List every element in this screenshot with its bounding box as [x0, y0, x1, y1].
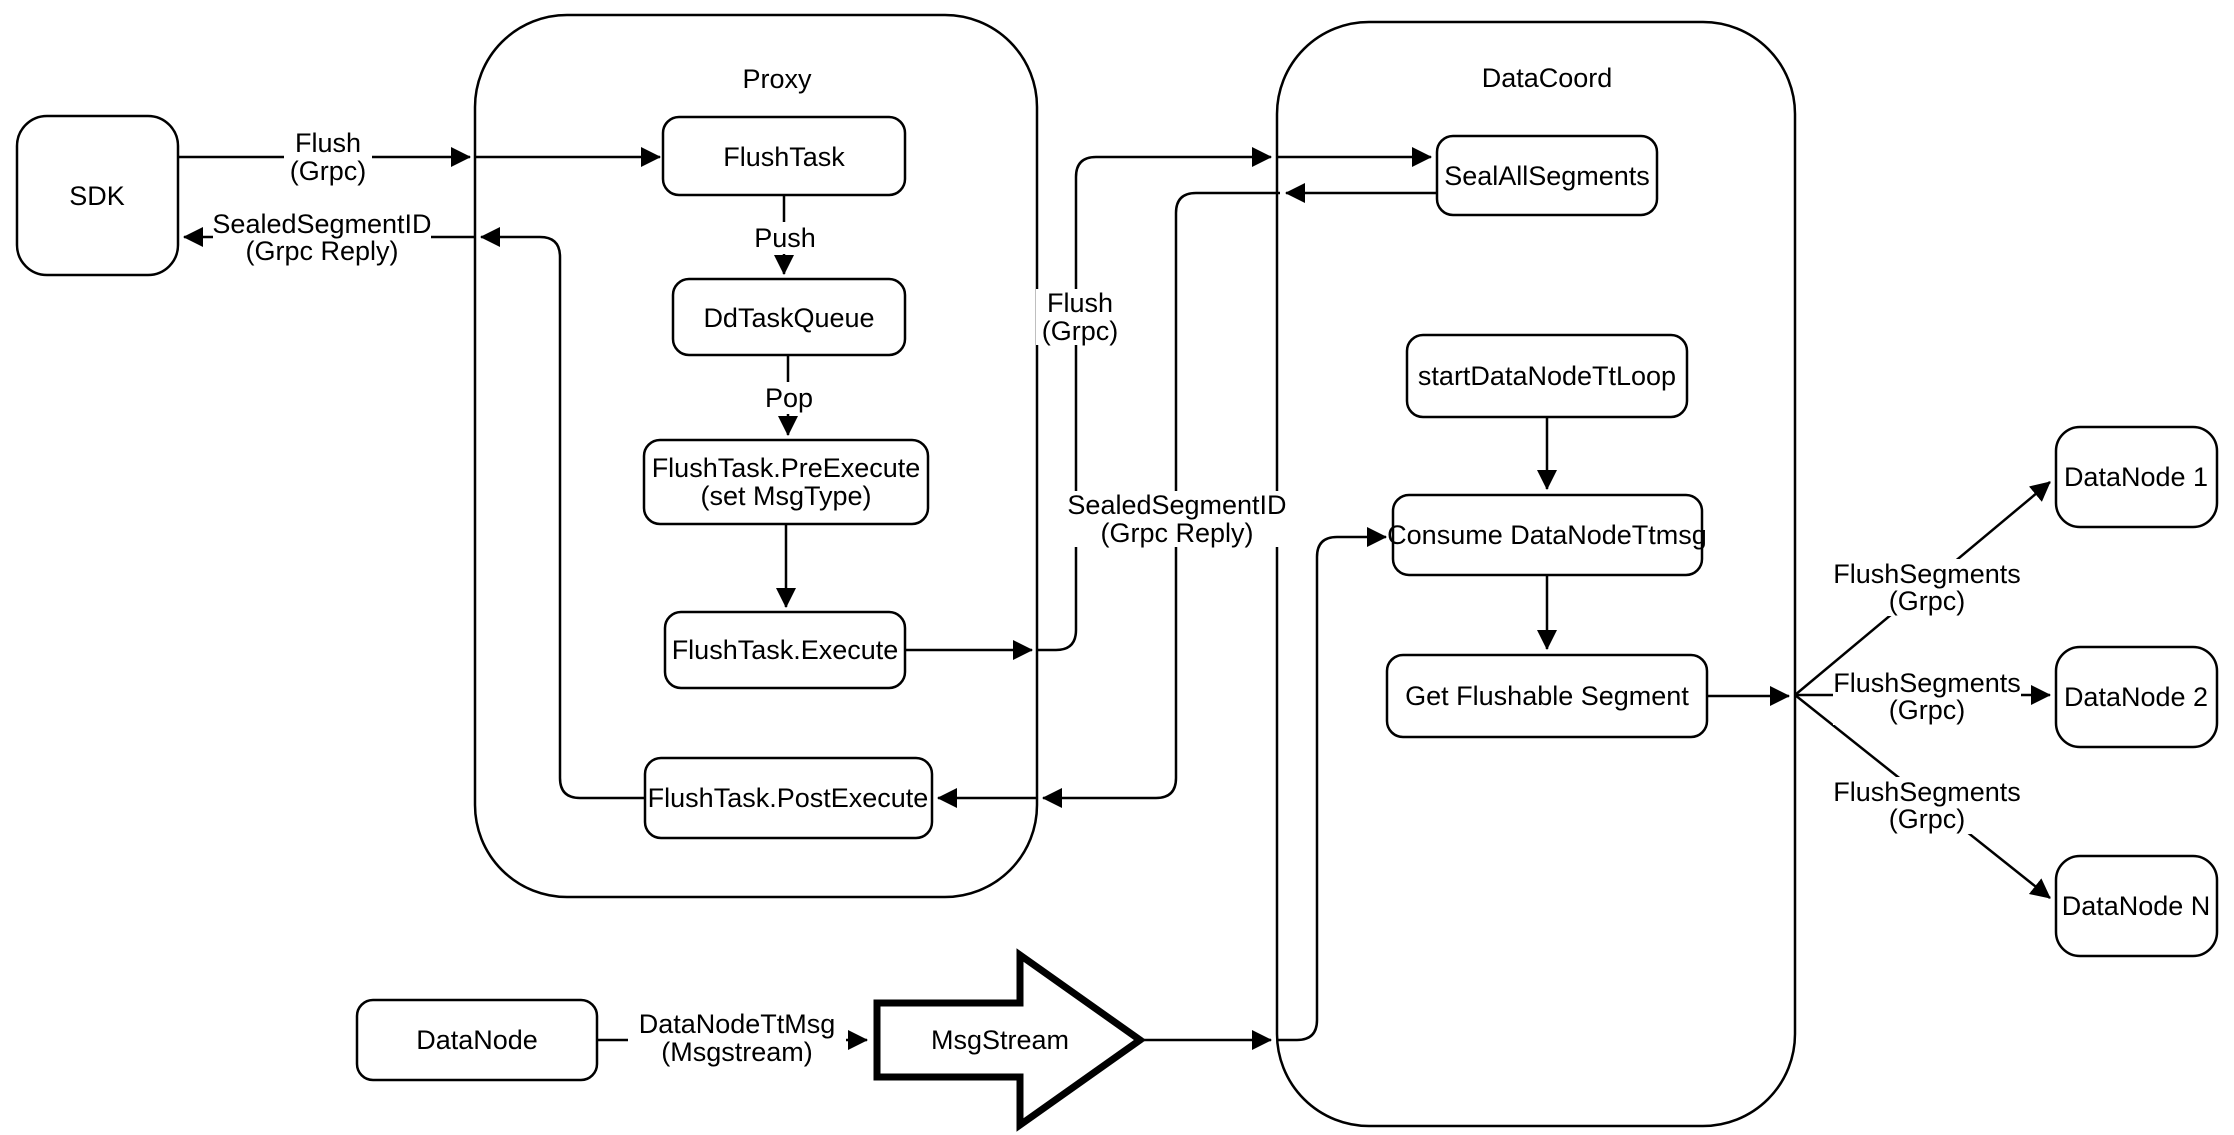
node-flushtask-postexecute: FlushTask.PostExecute: [643, 756, 934, 840]
edge-reply-postexecute-to-proxy-edge: [480, 227, 645, 800]
node-flushtask-preexecute-line1: FlushTask.PreExecute: [652, 453, 921, 483]
edge-label-flushsegments-bottom: FlushSegments (Grpc): [1833, 777, 2021, 834]
node-datanode-2-label: DataNode 2: [2064, 682, 2208, 712]
edge-label-datanodettmsg: DataNodeTtMsg (Msgstream): [639, 1009, 836, 1067]
edge-label-flush-mid-line1: Flush: [1047, 288, 1113, 318]
label-bg-flush-mid: [1036, 289, 1124, 345]
edge-label-flush-sdk-line2: (Grpc): [290, 156, 367, 186]
edge-label-flushsegments-mid: FlushSegments (Grpc): [1833, 668, 2021, 725]
node-sdk: SDK: [15, 114, 180, 277]
node-get-flushable-segment-label: Get Flushable Segment: [1405, 681, 1689, 711]
edge-label-flushsegments-bottom-line2: (Grpc): [1889, 804, 1966, 834]
node-datanode-source: DataNode: [355, 998, 599, 1082]
node-ddtaskqueue-label: DdTaskQueue: [703, 303, 874, 333]
label-bg-flushsegments-mid: [1833, 668, 2021, 725]
node-startdatanodettloop-label: startDataNodeTtLoop: [1418, 361, 1676, 391]
node-flushtask-preexecute: FlushTask.PreExecute (set MsgType): [642, 438, 930, 526]
edge-label-flushsegments-bottom-line1: FlushSegments: [1833, 777, 2021, 807]
node-consume-datanodettmsg: Consume DataNodeTtmsg: [1387, 493, 1707, 577]
edge-label-sealed-mid-line1: SealedSegmentID: [1067, 490, 1286, 520]
node-datanode-1: DataNode 1: [2054, 425, 2219, 529]
edge-label-flush-mid: Flush (Grpc): [1042, 288, 1119, 346]
edge-label-flushsegments-top-line1: FlushSegments: [1833, 559, 2021, 589]
edge-label-flushsegments-mid-line2: (Grpc): [1889, 695, 1966, 725]
msgstream-block-arrow-shape: [873, 948, 1147, 1132]
edge-msgstream-to-consume: [1277, 527, 1387, 1042]
edge-flush-to-datacoord-edge: [1037, 147, 1272, 652]
node-startdatanodettloop: startDataNodeTtLoop: [1405, 333, 1689, 419]
proxy-container-label: Proxy: [742, 64, 812, 94]
proxy-container: Proxy: [473, 13, 1039, 899]
edge-label-sealed-sdk: SealedSegmentID (Grpc Reply): [212, 209, 431, 266]
node-sealallsegments: SealAllSegments: [1435, 134, 1659, 217]
edge-label-push: Push: [754, 223, 816, 253]
edge-label-flushsegments-top-line2: (Grpc): [1889, 586, 1966, 616]
node-datanode-1-label: DataNode 1: [2064, 462, 2208, 492]
edge-label-flushsegments-mid-line1: FlushSegments: [1833, 668, 2021, 698]
label-bg-sealed-mid: [1070, 491, 1284, 547]
node-flushtask-label: FlushTask: [723, 142, 845, 172]
label-bg-pop: [749, 382, 829, 414]
edge-label-flush-mid-line2: (Grpc): [1042, 316, 1119, 346]
node-sealallsegments-label: SealAllSegments: [1444, 161, 1650, 191]
edge-label-sealed-mid-line2: (Grpc Reply): [1100, 518, 1253, 548]
node-flushtask: FlushTask: [661, 115, 907, 197]
node-flushtask-postexecute-label: FlushTask.PostExecute: [648, 783, 929, 813]
node-datanode-n-label: DataNode N: [2062, 891, 2211, 921]
node-sdk-label: SDK: [69, 181, 125, 211]
label-bg-flush-sdk: [284, 129, 372, 185]
edge-label-flushsegments-top: FlushSegments (Grpc): [1833, 559, 2021, 616]
edge-label-sealed-sdk-line2: (Grpc Reply): [245, 236, 398, 266]
node-msgstream-label: MsgStream: [931, 1025, 1069, 1055]
datacoord-container-label: DataCoord: [1482, 63, 1613, 93]
node-get-flushable-segment: Get Flushable Segment: [1385, 653, 1709, 739]
node-datanode-2: DataNode 2: [2054, 645, 2219, 749]
edge-label-flush-sdk-line1: Flush: [295, 128, 361, 158]
node-msgstream: MsgStream: [873, 948, 1147, 1132]
edge-label-datanodettmsg-line1: DataNodeTtMsg: [639, 1009, 836, 1039]
edge-label-flush-sdk: Flush (Grpc): [290, 128, 367, 186]
edge-label-datanodettmsg-line2: (Msgstream): [661, 1037, 813, 1067]
edge-label-sealed-mid: SealedSegmentID (Grpc Reply): [1067, 490, 1286, 548]
node-datanode-n: DataNode N: [2054, 854, 2219, 958]
edge-label-pop: Pop: [765, 383, 813, 413]
node-flushtask-execute: FlushTask.Execute: [663, 610, 907, 690]
node-consume-datanodettmsg-label: Consume DataNodeTtmsg: [1387, 520, 1707, 550]
label-bg-datanodettmsg: [628, 1008, 846, 1066]
label-bg-flushsegments-bottom: [1833, 777, 2021, 834]
node-datanode-source-label: DataNode: [416, 1025, 538, 1055]
node-ddtaskqueue: DdTaskQueue: [671, 277, 907, 357]
label-bg-flushsegments-top: [1833, 559, 2021, 616]
datacoord-container: DataCoord: [1275, 20, 1797, 1128]
label-bg-push: [739, 222, 831, 254]
edge-label-sealed-sdk-line1: SealedSegmentID: [212, 209, 431, 239]
node-flushtask-execute-label: FlushTask.Execute: [672, 635, 899, 665]
node-flushtask-preexecute-line2: (set MsgType): [700, 481, 871, 511]
label-bg-sealed-sdk: [213, 210, 431, 265]
